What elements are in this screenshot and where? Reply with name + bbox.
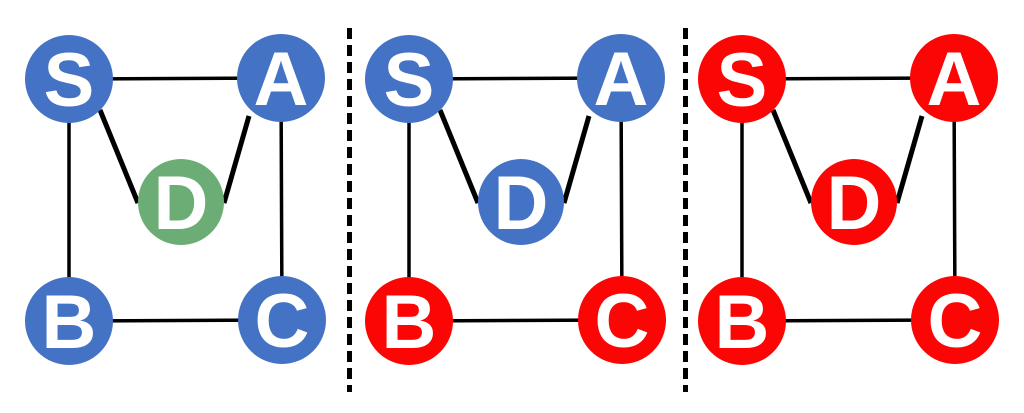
node-a-label: A bbox=[927, 37, 982, 122]
node-d-label: D bbox=[827, 161, 882, 246]
node-b-label: B bbox=[382, 280, 437, 365]
node-b-label: B bbox=[42, 280, 97, 365]
node-s-label: S bbox=[44, 38, 95, 123]
edge-a-d bbox=[561, 115, 592, 204]
node-d-circle bbox=[138, 159, 224, 245]
node-c-label: C bbox=[595, 279, 650, 364]
node-d-label: D bbox=[154, 161, 209, 246]
edge-s-d bbox=[437, 109, 481, 204]
node-d: D bbox=[478, 159, 564, 246]
node-s-circle bbox=[365, 35, 453, 123]
node-d: D bbox=[138, 159, 224, 246]
node-b-label: B bbox=[715, 280, 770, 365]
node-b: B bbox=[25, 277, 113, 365]
node-s: S bbox=[25, 35, 113, 123]
edge-a-d bbox=[894, 115, 925, 204]
node-b-circle bbox=[698, 277, 786, 365]
edge-s-d bbox=[97, 109, 141, 204]
edge-s-d bbox=[770, 109, 814, 204]
node-d-label: D bbox=[494, 161, 549, 246]
node-s-label: S bbox=[717, 38, 768, 123]
node-c: C bbox=[911, 276, 999, 364]
node-a-label: A bbox=[254, 37, 309, 122]
node-b-circle bbox=[25, 277, 113, 365]
node-b-circle bbox=[365, 277, 453, 365]
node-s: S bbox=[698, 35, 786, 123]
node-c-label: C bbox=[928, 279, 983, 364]
node-s-circle bbox=[25, 35, 113, 123]
node-a-label: A bbox=[594, 37, 649, 122]
node-c: C bbox=[578, 276, 666, 364]
node-c: C bbox=[238, 276, 326, 364]
node-b: B bbox=[698, 277, 786, 365]
node-a-circle bbox=[237, 34, 325, 122]
node-d-circle bbox=[811, 159, 897, 245]
graph-panel-middle: S A D B C bbox=[365, 34, 666, 365]
node-s-label: S bbox=[384, 38, 435, 123]
node-a: A bbox=[237, 34, 325, 122]
node-a-circle bbox=[577, 34, 665, 122]
graph-panel-left: S A D B C bbox=[25, 34, 326, 365]
node-a: A bbox=[577, 34, 665, 122]
node-b: B bbox=[365, 277, 453, 365]
node-c-label: C bbox=[255, 279, 310, 364]
node-a: A bbox=[910, 34, 998, 122]
node-a-circle bbox=[910, 34, 998, 122]
edge-a-d bbox=[221, 115, 252, 204]
node-c-circle bbox=[578, 276, 666, 364]
node-s: S bbox=[365, 35, 453, 123]
node-c-circle bbox=[238, 276, 326, 364]
graph-panel-right: S A D B C bbox=[698, 34, 999, 365]
node-s-circle bbox=[698, 35, 786, 123]
node-d-circle bbox=[478, 159, 564, 245]
node-c-circle bbox=[911, 276, 999, 364]
node-d: D bbox=[811, 159, 897, 246]
